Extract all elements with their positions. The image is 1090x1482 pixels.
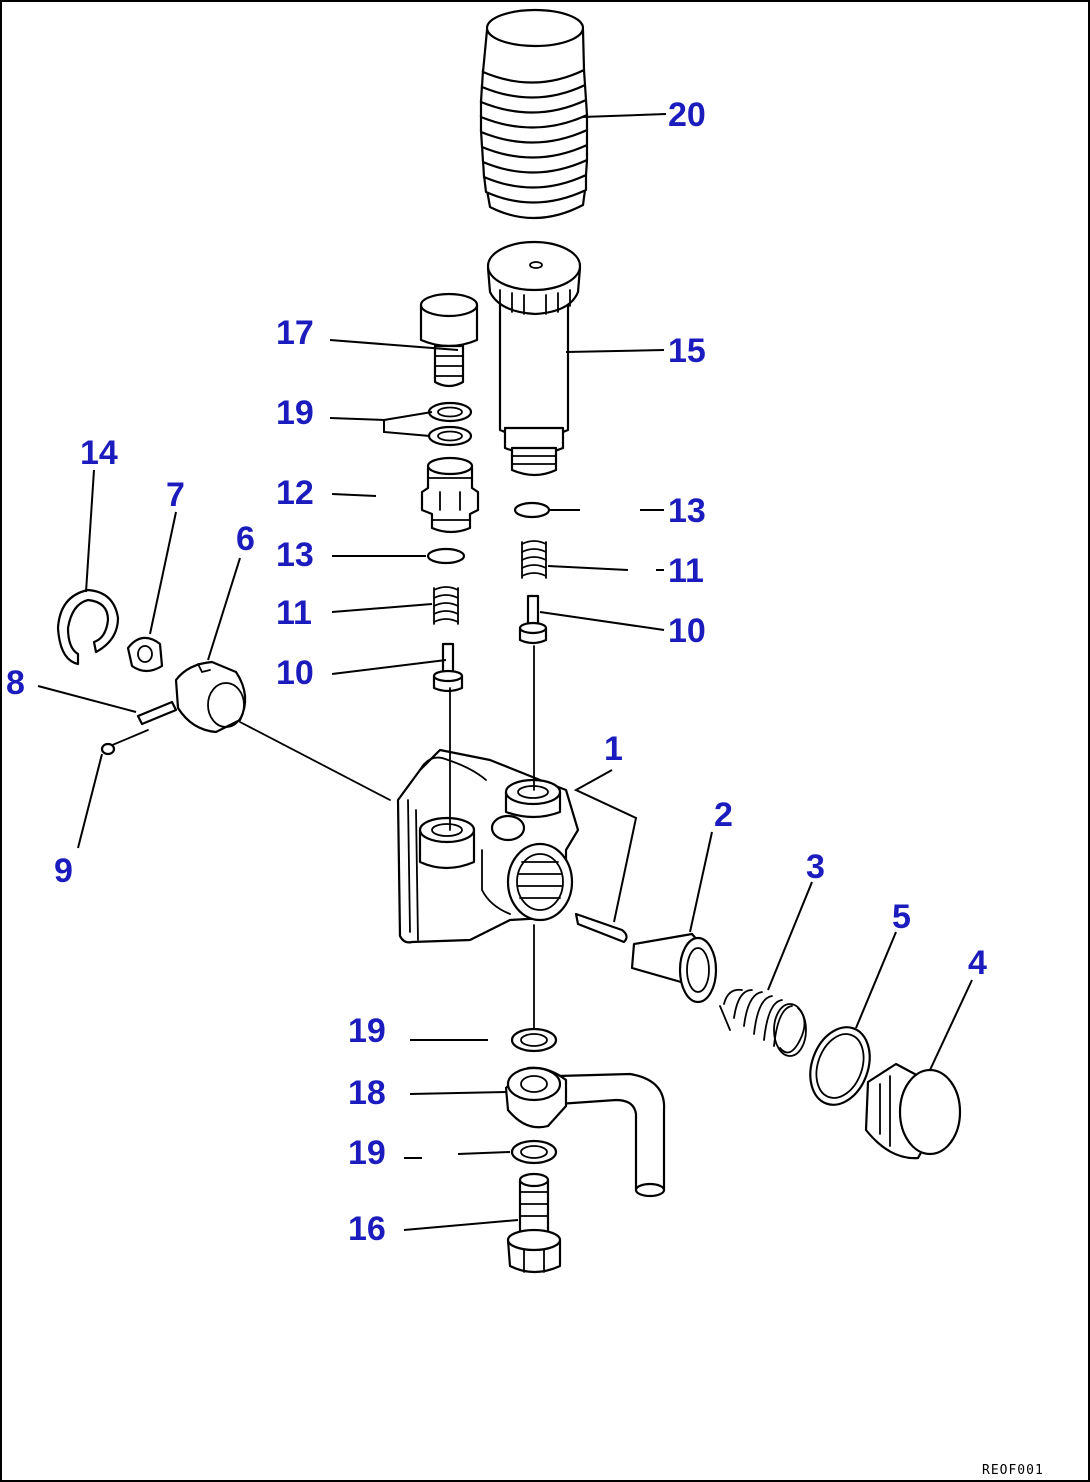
part-18-banjo-pipe: [504, 1066, 666, 1198]
part-20-bellows: [479, 8, 589, 220]
label-part-19-top: 19: [276, 394, 314, 432]
label-part-7: 7: [166, 476, 185, 514]
part-6-cap: [174, 660, 247, 734]
drawing-code: REOF001: [982, 1463, 1044, 1478]
part-16-banjo-bolt: [506, 1172, 562, 1274]
label-part-10-left: 10: [276, 654, 314, 692]
part-10-valve-left: [432, 642, 464, 693]
part-19-washer-lower-1: [510, 1027, 558, 1053]
part-8-pin: [136, 700, 178, 726]
label-part-18: 18: [348, 1074, 386, 1112]
part-19-washer-lower-2: [510, 1139, 558, 1165]
assembly-lines: [239, 645, 535, 1029]
label-part-16: 16: [348, 1210, 386, 1248]
label-part-9: 9: [54, 852, 73, 890]
part-1-pin: [574, 912, 628, 944]
label-part-11-left: 11: [276, 594, 312, 632]
label-part-19-lower-2: 19: [348, 1134, 386, 1172]
label-part-17: 17: [276, 314, 314, 352]
label-part-4: 4: [968, 944, 987, 982]
label-part-1: 1: [604, 730, 623, 768]
label-part-14: 14: [80, 434, 118, 472]
label-part-15: 15: [668, 332, 706, 370]
part-labels: 20 15 17 19 12 13 11 10 13 11 10 14 7 6 …: [6, 96, 987, 1248]
part-2-piston: [630, 932, 718, 1004]
part-14-snap-ring: [56, 588, 120, 666]
part-10-valve-right: [518, 594, 548, 645]
part-12-fitting: [420, 456, 480, 534]
label-part-8: 8: [6, 664, 25, 702]
part-17-bolt: [419, 292, 479, 388]
label-part-13-right: 13: [668, 492, 706, 530]
part-1-pump-body: [396, 748, 580, 944]
leader-lines: [37, 113, 973, 1231]
part-7-nut: [126, 636, 164, 673]
label-part-10-right: 10: [668, 612, 706, 650]
label-part-5: 5: [892, 898, 911, 936]
label-part-3: 3: [806, 848, 825, 886]
label-part-6: 6: [236, 520, 255, 558]
part-3-spring: [719, 988, 807, 1057]
part-4-plug: [864, 1062, 962, 1160]
label-part-11-right: 11: [668, 552, 704, 590]
part-15-primer-pump: [486, 240, 582, 477]
part-11-spring-left: [433, 586, 459, 625]
part-5-gasket: [809, 1026, 871, 1106]
part-9-screw: [100, 729, 149, 756]
label-part-19-lower-1: 19: [348, 1012, 386, 1050]
part-19-washers-upper: [427, 401, 473, 447]
label-part-20: 20: [668, 96, 706, 134]
label-part-12: 12: [276, 474, 314, 512]
label-part-2: 2: [714, 796, 733, 834]
label-part-13-left: 13: [276, 536, 314, 574]
part-13-oring-left: [426, 547, 466, 565]
part-13-oring-right: [513, 501, 551, 519]
part-11-spring-right: [521, 540, 547, 579]
